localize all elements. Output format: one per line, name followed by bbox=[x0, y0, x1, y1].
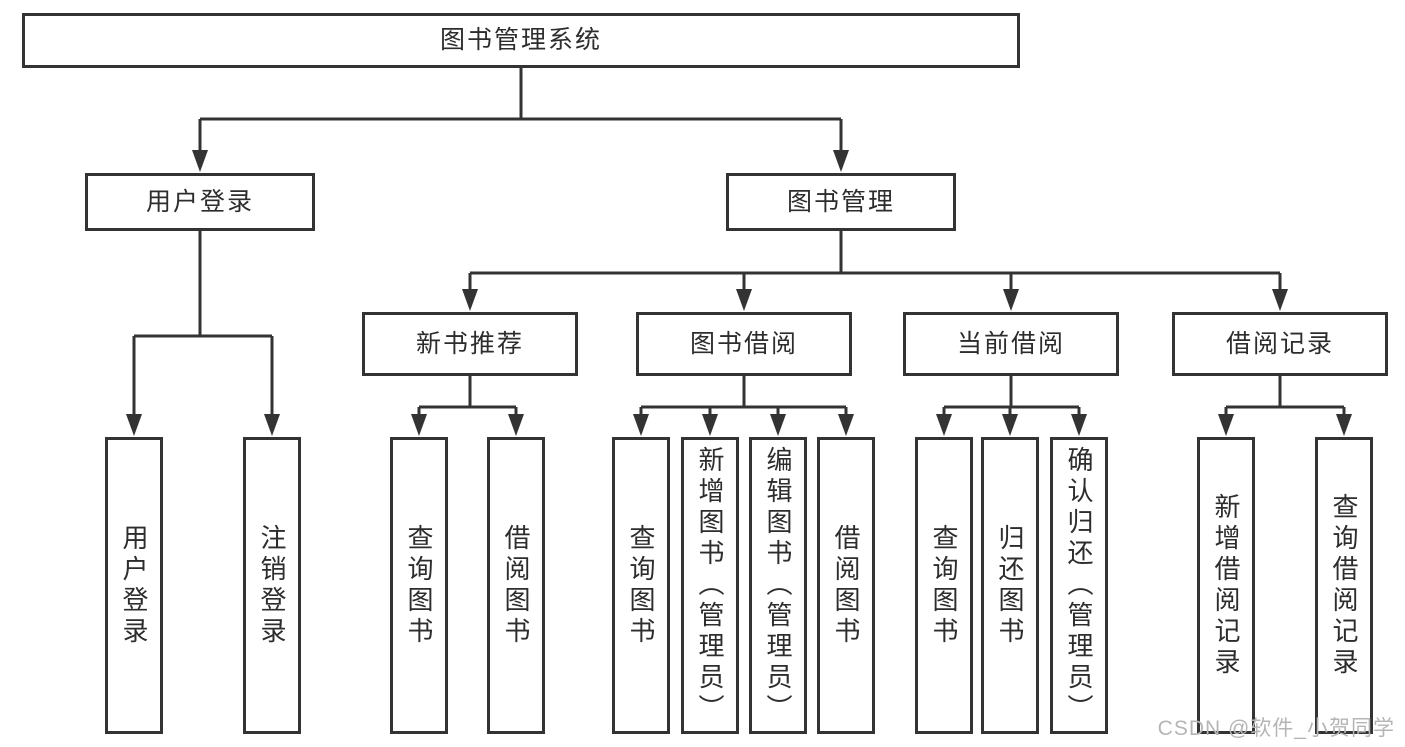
leaf-query-books-current-label: 查询图书 bbox=[929, 523, 959, 648]
leaf-add-book-admin-label: 新增图书（管理员） bbox=[695, 446, 725, 725]
leaf-query-books-borrowing-label: 查询图书 bbox=[626, 523, 656, 648]
arrow-down-icons bbox=[126, 150, 1352, 436]
leaf-borrow-books-recommend: 借阅图书 bbox=[487, 437, 545, 734]
node-user-login-label: 用户登录 bbox=[145, 187, 254, 216]
leaf-user-login: 用户登录 bbox=[105, 437, 163, 734]
node-current-borrowing-label: 当前借阅 bbox=[956, 329, 1065, 358]
csdn-watermark: CSDN @软件_小贺同学 bbox=[1157, 717, 1395, 740]
leaf-add-book-admin: 新增图书（管理员） bbox=[681, 437, 739, 734]
leaf-edit-book-admin-label: 编辑图书（管理员） bbox=[763, 446, 793, 725]
node-book-management-label: 图书管理 bbox=[786, 187, 895, 216]
node-current-borrowing: 当前借阅 bbox=[903, 312, 1119, 376]
leaf-edit-book-admin: 编辑图书（管理员） bbox=[749, 437, 807, 734]
leaf-query-borrow-record-label: 查询借阅记录 bbox=[1329, 492, 1359, 679]
node-book-borrowing-label: 图书借阅 bbox=[689, 329, 798, 358]
leaf-query-books-current: 查询图书 bbox=[915, 437, 973, 734]
node-root-label: 图书管理系统 bbox=[439, 26, 602, 54]
leaf-query-books-recommend-label: 查询图书 bbox=[404, 523, 434, 648]
leaf-borrow-books-borrowing: 借阅图书 bbox=[817, 437, 875, 734]
node-new-book-recommend: 新书推荐 bbox=[362, 312, 578, 376]
leaf-logout: 注销登录 bbox=[243, 437, 301, 734]
node-borrowing-records-label: 借阅记录 bbox=[1225, 329, 1334, 358]
leaf-borrow-books-recommend-label: 借阅图书 bbox=[501, 523, 531, 648]
node-book-management: 图书管理 bbox=[726, 173, 956, 231]
node-book-borrowing: 图书借阅 bbox=[636, 312, 852, 376]
leaf-query-books-recommend: 查询图书 bbox=[390, 437, 448, 734]
leaf-query-books-borrowing: 查询图书 bbox=[612, 437, 670, 734]
leaf-return-book-label: 归还图书 bbox=[995, 523, 1025, 648]
leaf-confirm-return-admin-label: 确认归还（管理员） bbox=[1064, 446, 1094, 725]
leaf-add-borrow-record: 新增借阅记录 bbox=[1197, 437, 1255, 734]
node-new-book-recommend-label: 新书推荐 bbox=[415, 329, 524, 358]
leaf-add-borrow-record-label: 新增借阅记录 bbox=[1211, 492, 1241, 679]
leaf-user-login-label: 用户登录 bbox=[119, 523, 149, 648]
leaf-logout-label: 注销登录 bbox=[257, 523, 287, 648]
leaf-return-book: 归还图书 bbox=[981, 437, 1039, 734]
node-borrowing-records: 借阅记录 bbox=[1172, 312, 1388, 376]
leaf-borrow-books-borrowing-label: 借阅图书 bbox=[831, 523, 861, 648]
node-user-login: 用户登录 bbox=[85, 173, 315, 231]
tree-edges bbox=[132, 68, 1346, 416]
node-root: 图书管理系统 bbox=[22, 13, 1020, 68]
leaf-query-borrow-record: 查询借阅记录 bbox=[1315, 437, 1373, 734]
leaf-confirm-return-admin: 确认归还（管理员） bbox=[1050, 437, 1108, 734]
